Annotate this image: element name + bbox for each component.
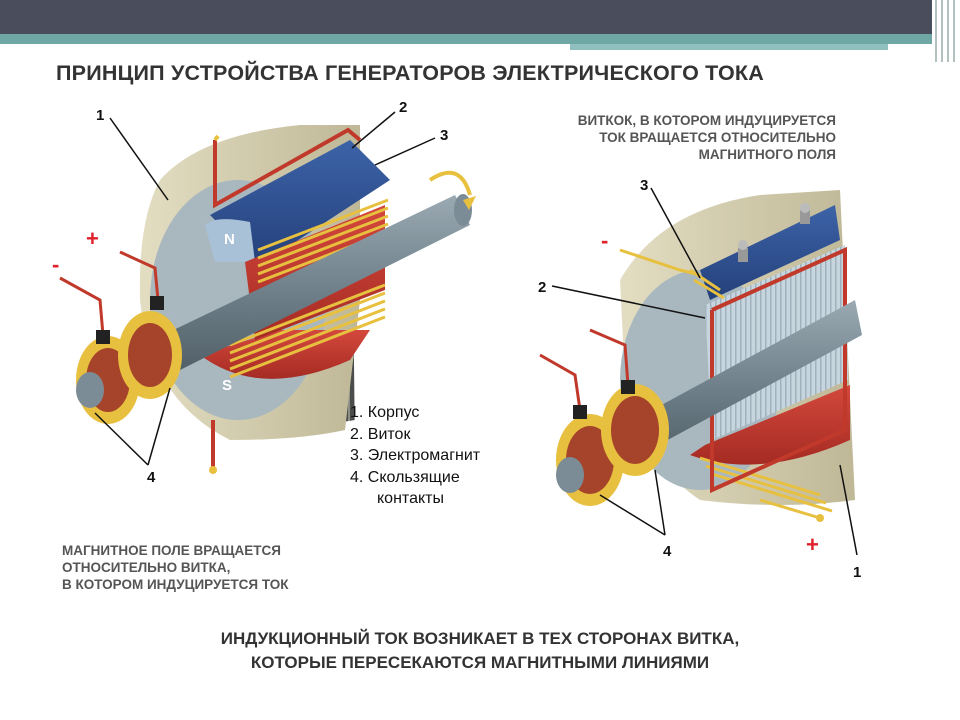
loop-wire [710,246,847,494]
corner-decoration [932,0,960,62]
legend-item: 1. Корпус [350,404,420,421]
caption-left-line: МАГНИТНОЕ ПОЛЕ ВРАЩАЕТСЯ [62,543,281,558]
slip-rings [76,311,182,424]
label-left-3: 3 [440,127,448,144]
label-right-minus: - [601,228,608,253]
label-left-4: 4 [147,469,156,486]
label-right-2: 2 [538,279,546,296]
accent-stripe [0,34,940,44]
caption-right-line: МАГНИТНОГО ПОЛЯ [698,147,836,162]
caption-right: ВИТКОК, В КОТОРОМ ИНДУЦИРУЕТСЯ ТОК ВРАЩА… [520,112,836,163]
label-north: N [224,231,235,248]
label-right-plus: + [806,532,819,557]
bottom-line: ИНДУКЦИОННЫЙ ТОК ВОЗНИКАЕТ В ТЕХ СТОРОНА… [220,629,740,648]
label-left-minus: - [52,252,59,277]
legend-item: 2. Виток [350,425,411,443]
page-title: ПРИНЦИП УСТРОЙСТВА ГЕНЕРАТОРОВ ЭЛЕКТРИЧЕ… [56,61,764,85]
label-left-2: 2 [399,99,407,116]
loop-wire [213,127,362,209]
legend-item: 4. Скользящие [350,468,460,486]
legend-item: 3. Электромагнит [350,447,481,464]
label-right-1: 1 [853,564,861,581]
electromagnet-north [210,140,390,265]
label-left-plus: + [86,226,99,251]
shaft [90,195,470,405]
legend-item: контакты [377,490,444,507]
caption-left-line: ОТНОСИТЕЛЬНО ВИТКА, [62,560,231,575]
coil-windings [229,198,389,379]
label-right-3: 3 [640,177,648,194]
rotation-arrow [428,170,472,196]
slip-rings [556,384,669,506]
legend: 1. Корпус 2. Виток 3. Электромагнит 4. С… [350,402,480,510]
bottom-statement: ИНДУКЦИОННЫЙ ТОК ВОЗНИКАЕТ В ТЕХ СТОРОНА… [0,627,960,675]
caption-left-line: В КОТОРОМ ИНДУЦИРУЕТСЯ ТОК [62,577,289,592]
label-right-4: 4 [663,543,672,560]
label-left-1: 1 [96,107,104,124]
right-generator [539,187,862,556]
caption-right-line: ВИТКОК, В КОТОРОМ ИНДУЦИРУЕТСЯ [577,113,836,128]
accent-stripe-light [570,44,888,50]
left-generator [59,111,476,474]
caption-right-line: ТОК ВРАЩАЕТСЯ ОТНОСИТЕЛЬНО [599,130,836,145]
caption-left: МАГНИТНОЕ ПОЛЕ ВРАЩАЕТСЯ ОТНОСИТЕЛЬНО ВИ… [62,542,289,593]
top-bar [0,0,960,34]
bottom-line: КОТОРЫЕ ПЕРЕСЕКАЮТСЯ МАГНИТНЫМИ ЛИНИЯМИ [250,653,710,672]
electromagnet-top [700,205,840,300]
label-south: S [222,377,232,394]
